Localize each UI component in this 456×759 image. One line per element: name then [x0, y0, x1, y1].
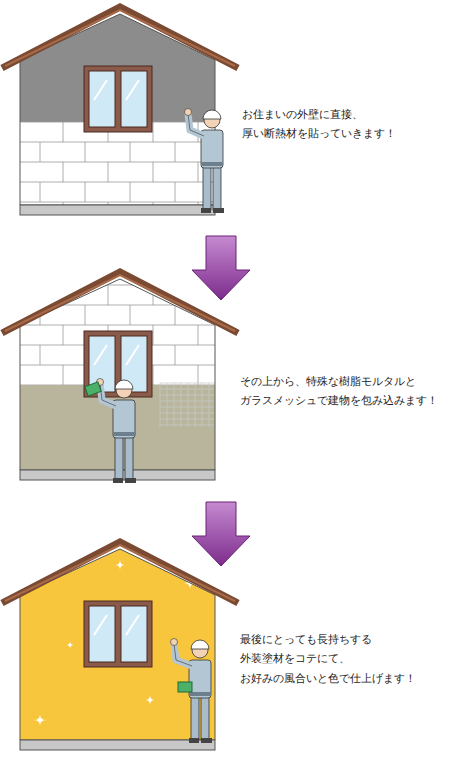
step-note: その上から、特殊な樹脂モルタルと ガラスメッシュで建物を包み込みます！: [240, 372, 452, 411]
worker-figure: [171, 639, 213, 744]
house-illustration: [0, 0, 240, 220]
step-note: 最後にとっても長持ちする 外装塗材をコテにて、 お好みの風合いと色で仕上げます！: [240, 630, 450, 688]
step-arrow: [192, 502, 250, 566]
worker-figure: [185, 109, 225, 214]
step-note: お住まいの外壁に直接、 厚い断熱材を貼っていきます！: [242, 105, 447, 144]
house-illustration: [0, 535, 240, 755]
worker-figure: [85, 379, 136, 484]
step-arrow: [192, 236, 250, 300]
house-illustration: [0, 265, 240, 485]
